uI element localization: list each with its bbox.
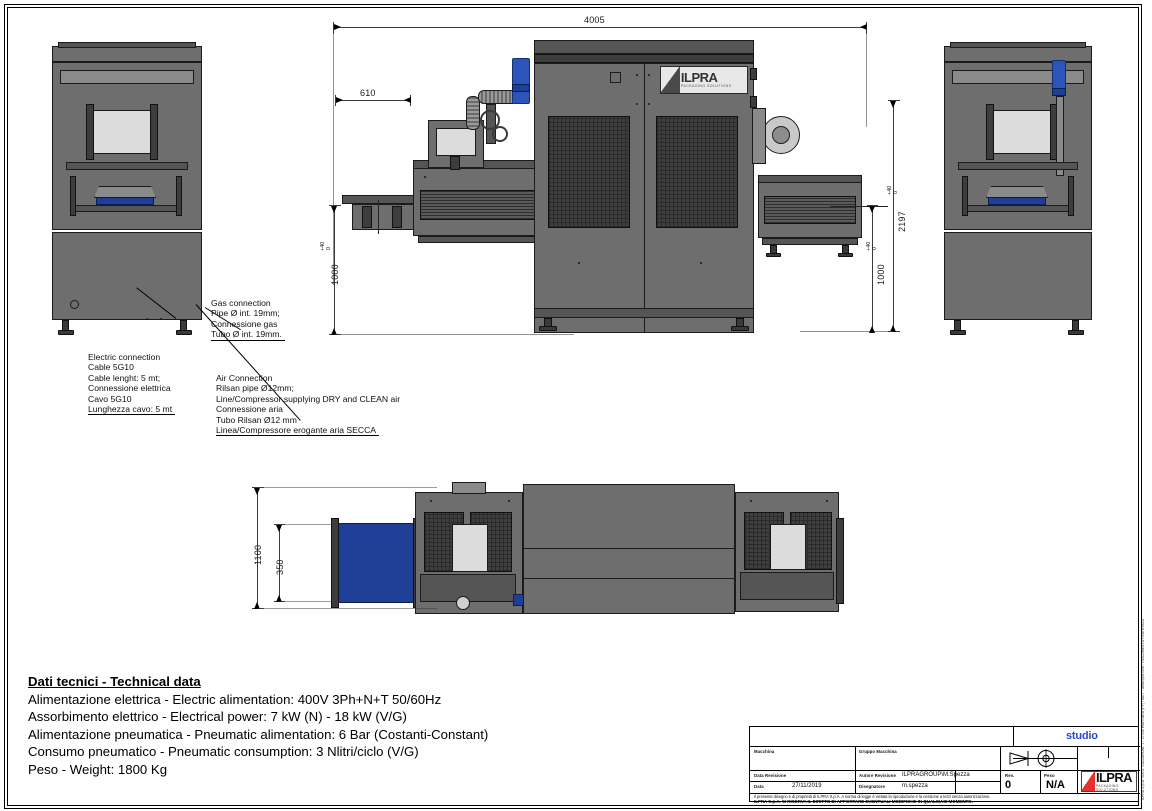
callout-line: Tubo Ø int. 19mm. bbox=[211, 329, 285, 341]
dim-work-height-right: 1000 bbox=[876, 264, 886, 285]
callout-line: Electric connection bbox=[88, 352, 161, 362]
label-disegnatore: Disegnatore bbox=[859, 784, 885, 789]
callout-line: Air Connection bbox=[216, 373, 273, 383]
technical-data-row: Alimentazione pneumatica - Pneumatic ali… bbox=[28, 726, 489, 742]
dim-work-height-left: 1000 bbox=[330, 264, 340, 285]
label-gruppo-macchina: Gruppo Macchina bbox=[859, 749, 897, 754]
value-peso: N/A bbox=[1046, 779, 1065, 791]
callout-line: Cable lenght: 5 mt; bbox=[88, 372, 161, 383]
logo-triangle-icon bbox=[1082, 772, 1095, 791]
drawing-frame-inner bbox=[7, 7, 1139, 806]
technical-data-title: Dati tecnici - Technical data bbox=[28, 674, 201, 689]
machine-logo-badge: ILPRA PACKAGING SOLUTIONS bbox=[660, 66, 748, 94]
callout-line: Cable 5G10 bbox=[88, 362, 134, 373]
callout-line: Line/Compressor supplying DRY and CLEAN … bbox=[216, 393, 401, 404]
sheet-side-watermark: ILPRA S.p.A. VIA G. LAZZARONI, 1 - 27036… bbox=[1141, 618, 1145, 800]
callout-line: Connessione gas bbox=[211, 318, 278, 329]
dim-overall-length: 4005 bbox=[584, 15, 605, 25]
technical-data-row: Peso - Weight: 1800 Kg bbox=[28, 761, 168, 777]
dim-infeed-length: 610 bbox=[360, 88, 376, 98]
dim-tol-lower-left: 0 bbox=[326, 246, 332, 250]
title-block-logo-name: ILPRA bbox=[1095, 771, 1133, 785]
machine-logo-tagline: PACKAGING SOLUTIONS bbox=[680, 84, 732, 88]
title-block: studio Macchina Gruppo Macchina Data Rev… bbox=[749, 726, 1140, 804]
callout-line: Tubo Rilsan Ø12 mm bbox=[216, 414, 297, 425]
label-autore-revisione: Autore Revisione bbox=[859, 773, 896, 778]
dim-conveyor-width: 350 bbox=[275, 559, 285, 575]
dim-tol-lower-height: 0 bbox=[893, 190, 899, 194]
value-autore-revisione: ILPRAGROUP\M.Spezza bbox=[902, 772, 970, 778]
callout-line: Gas connection bbox=[211, 298, 271, 308]
callout-line: Cavo 5G10 bbox=[88, 393, 132, 404]
value-rev: 0 bbox=[1005, 779, 1012, 791]
callout-line: Connessione elettrica bbox=[88, 383, 171, 394]
label-rev: Rev. bbox=[1005, 773, 1015, 778]
callout-line: Linea/Compressore erogante aria SECCA bbox=[216, 425, 380, 437]
value-disegnatore: m.spezza bbox=[902, 783, 928, 789]
callout-line: Rilsan pipe Ø12mm; bbox=[216, 383, 294, 394]
dim-tol-lower-right: 0 bbox=[872, 246, 878, 250]
logo-triangle-icon bbox=[661, 67, 680, 93]
dim-overall-height: 2197 bbox=[897, 211, 907, 232]
value-data: 27/11/2019 bbox=[792, 783, 822, 789]
title-block-logo-tagline: PACKAGING SOLUTIONS bbox=[1095, 783, 1119, 792]
label-data-revisione: Data Revisione bbox=[754, 773, 787, 778]
callout-line: Lunghezza cavo: 5 mt bbox=[88, 404, 176, 416]
dim-plan-width: 1100 bbox=[253, 544, 263, 565]
projection-symbol-icon bbox=[1009, 749, 1057, 768]
technical-data-row: Consumo pneumatico - Pneumatic consumpti… bbox=[28, 744, 419, 760]
technical-data-row: Assorbimento elettrico - Electrical powe… bbox=[28, 709, 407, 725]
label-peso: Peso bbox=[1044, 773, 1055, 778]
technical-data-row: Alimentazione elettrica - Electric alime… bbox=[28, 691, 442, 707]
machine-logo-name: ILPRA bbox=[680, 70, 718, 85]
title-block-logo: ILPRA PACKAGING SOLUTIONS bbox=[1081, 771, 1137, 792]
legal-line-2: ILPRA S.p.A. SI RISERVA IL DIRITTO DI AP… bbox=[754, 799, 973, 804]
technical-data-block: Dati tecnici - Technical data Alimentazi… bbox=[28, 673, 488, 779]
callout-line: Connessione aria bbox=[216, 404, 283, 415]
studio-label: studio bbox=[1066, 730, 1098, 742]
label-data: Data bbox=[754, 784, 764, 789]
drawing-frame-outer bbox=[4, 4, 1142, 809]
callout-line: Pipe Ø int. 19mm; bbox=[211, 308, 280, 319]
legal-line-1: Il presente disegno è di proprietà di IL… bbox=[754, 794, 991, 799]
label-macchina: Macchina bbox=[754, 749, 775, 754]
